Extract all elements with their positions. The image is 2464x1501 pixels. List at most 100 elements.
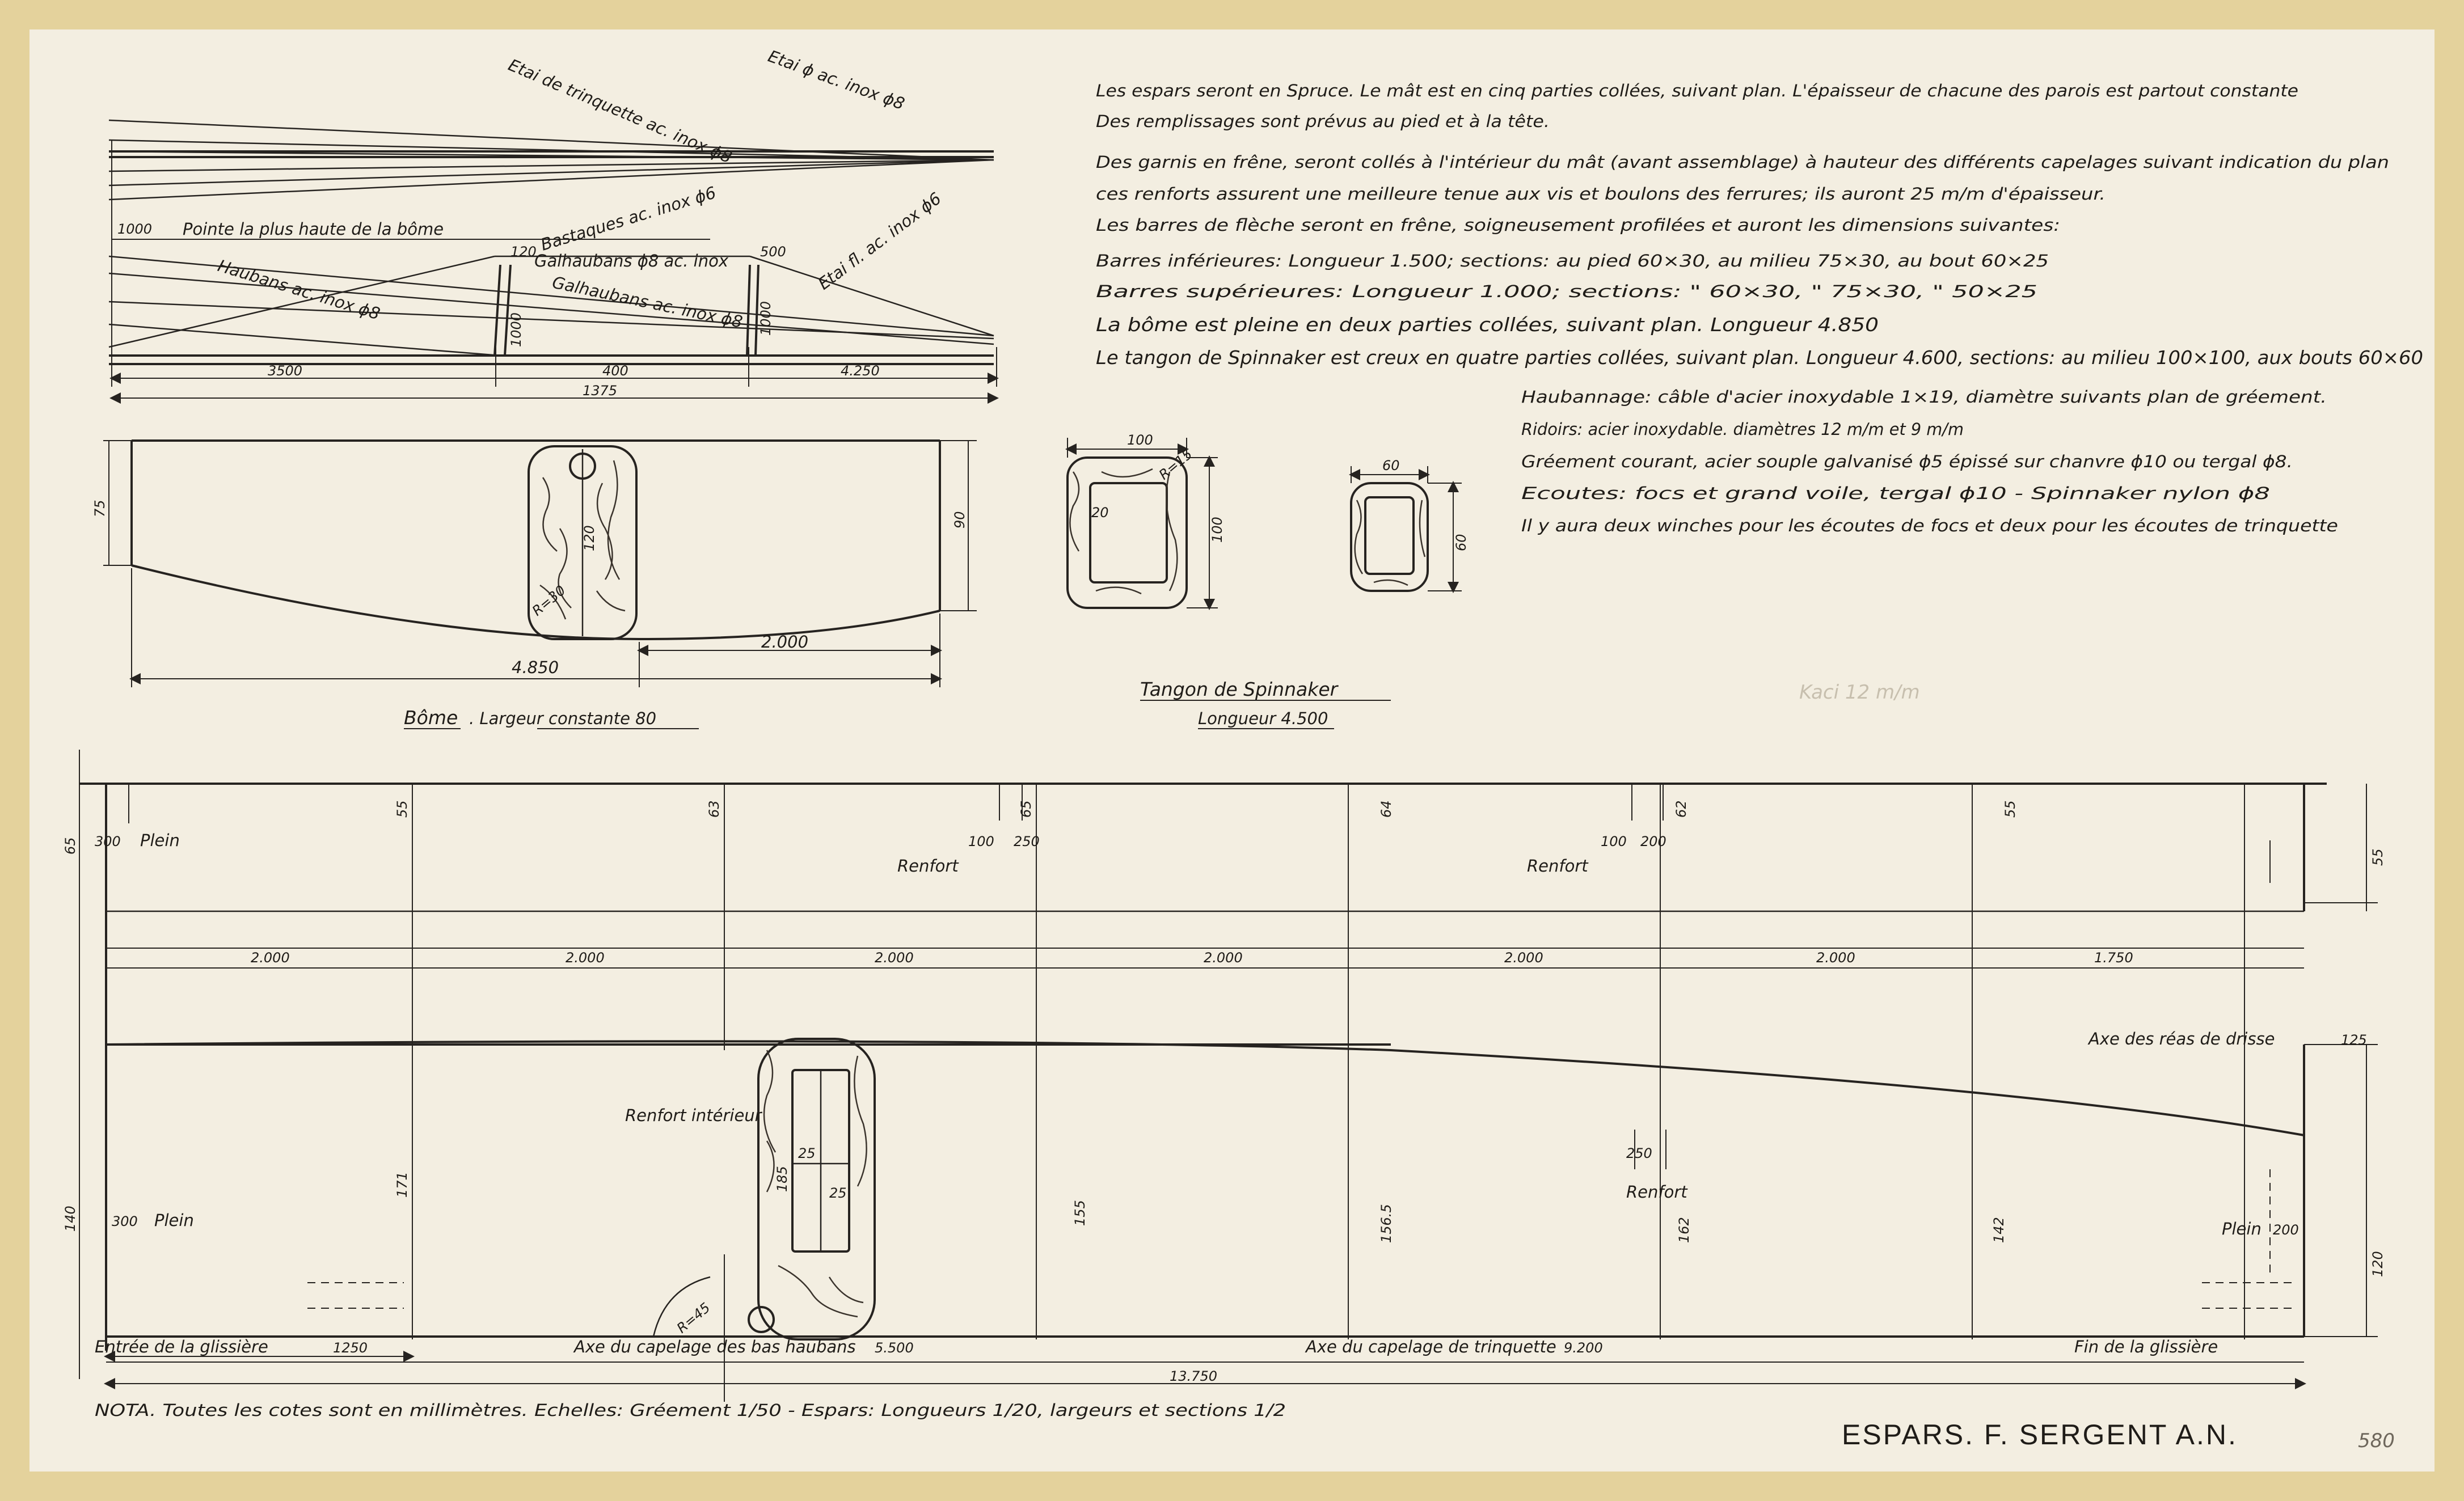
mast-axe-bas-haubans: Axe du capelage des bas haubans [573,1337,856,1356]
mast-height-1: 171 [394,1172,410,1198]
mast-right-bot-dim: 120 [2370,1251,2386,1277]
mast-left-bot-dim: 140 [62,1206,78,1232]
mast-renfort-2-b: 200 [1640,834,1666,849]
note-line-14: Il y aura deux winches pour les écoutes … [1521,516,2338,535]
note-line-7: Barres supérieures: Longueur 1.000; sect… [1096,282,2037,301]
note-line-9: Le tangon de Spinnaker est creux en quat… [1096,346,2423,369]
label-galhaubans-1: Galhaubans ϕ8 ac. inox [534,251,729,270]
mast-renfort-1: Renfort [897,856,959,876]
technical-drawing: Etai de trinquette ac. inox ϕ8 Etai ϕ ac… [62,46,2423,1452]
mast-left-bot-label: 300 [112,1214,138,1229]
boom-length-total: 4.850 [512,658,559,677]
mast-right-mid-dim: 125 [2341,1032,2367,1048]
note-line-6: Barres inférieures: Longueur 1.500; sect… [1096,251,2049,270]
note-line-11: Ridoirs: acier inoxydable. diamètres 12 … [1521,420,1964,439]
faint-pencil-note: Kaci 12 m/m [1799,681,1920,704]
footer: NOTA. Toutes les cotes sont en millimètr… [95,1401,2395,1452]
label-pointe-dim: 1000 [117,221,152,237]
note-line-3: Des garnis en frêne, seront collés à l'i… [1096,153,2389,172]
label-etai: Etai ϕ ac. inox ϕ8 [766,46,908,114]
mast-top-width-2: 63 [706,800,722,818]
mast-segment-4: 2.000 [1204,950,1243,966]
mast-section-radius: R=45 [674,1300,714,1337]
mast-total-length: 13.750 [1170,1368,1217,1384]
note-line-13: Ecoutes: focs et grand voile, tergal ϕ10… [1521,484,2270,503]
label-spreader-h1: 1000 [508,312,524,347]
note-line-10: Haubannage: câble d'acier inoxydable 1×1… [1521,387,2327,407]
rig-dim-1: 3500 [268,363,302,379]
mast-axe-bas-dim: 5.500 [875,1340,914,1356]
mast-renfort-2-a: 100 [1601,834,1627,849]
mast-section-height: 185 [774,1166,790,1192]
boom-section-height: 120 [581,525,597,551]
label-spreader-bot: 500 [760,244,786,260]
boom-dim-left: 75 [92,500,108,517]
mast-height-2: 155 [1072,1200,1088,1226]
mast-segment-2: 2.000 [566,950,605,966]
label-haubans: Haubans ac. inox ϕ8 [216,256,382,323]
mast-drawing: 65 300 Plein 140 300 Plein Plein 200 55 … [62,750,2386,1402]
spin-sec2-width: 60 [1382,458,1400,473]
note-line-12: Gréement courant, acier souple galvanisé… [1521,452,2293,471]
mast-top-width-4: 64 [1378,800,1394,818]
mast-renfort-2: Renfort [1527,856,1589,876]
boom-caption-rest: . Largeur constante 80 [469,709,656,728]
boom-dim-right: 90 [952,511,968,528]
mast-segment-1: 2.000 [251,950,290,966]
mast-renfort-3-a: 250 [1626,1145,1652,1161]
mast-section-t2: 25 [829,1185,847,1201]
mast-entree-dim: 1250 [333,1340,368,1356]
label-spreader-top: 120 [510,244,537,260]
note-line-2: Des remplissages sont prévus au pied et … [1096,112,1550,131]
spin-thickness: 20 [1091,505,1109,521]
mast-left-top-label: 300 [95,834,121,849]
note-line-5: Les barres de flèche seront en frêne, so… [1096,215,2060,235]
mast-axe-trinquette-dim: 9.200 [1564,1340,1603,1356]
drawing-sheet: Etai de trinquette ac. inox ϕ8 Etai ϕ ac… [29,29,2435,1472]
mast-axe-reas: Axe des réas de drisse [2087,1029,2275,1048]
mast-entree-glissiere: Entrée de la glissière [95,1337,268,1356]
mast-section-t1: 25 [798,1145,816,1161]
mast-renfort-1-b: 250 [1014,834,1040,849]
mast-top-width-6: 55 [2002,800,2018,818]
boom-caption-title: Bôme [404,707,458,729]
mast-plein-1: Plein [140,831,180,850]
spin-caption-length: Longueur 4.500 [1198,709,1328,728]
mast-height-5: 142 [1991,1217,2007,1243]
label-spreader-h2: 1000 [758,301,774,336]
spin-sec1-radius: R=15 [1156,446,1196,483]
label-bastaques: Bastaques ac. inox ϕ6 [538,183,718,254]
mast-renfort-1-a: 100 [968,834,994,849]
mast-segment-7: 1.750 [2094,950,2133,966]
spin-sec2-height: 60 [1453,534,1469,551]
spin-sec1-width: 100 [1127,432,1153,448]
label-etai-fl: Etai fl. ac. inox ϕ6 [815,189,945,294]
spin-caption-title: Tangon de Spinnaker [1140,678,1339,700]
footer-nota: NOTA. Toutes les cotes sont en millimètr… [95,1401,1286,1420]
note-line-1: Les espars seront en Spruce. Le mât est … [1096,81,2298,100]
mast-left-top-dim: 65 [62,837,78,855]
rig-dim-3: 4.250 [841,363,880,379]
mast-segment-5: 2.000 [1504,950,1543,966]
mast-renfort-interieur: Renfort intérieur [625,1106,763,1125]
rigging-plan: Etai de trinquette ac. inox ϕ8 Etai ϕ ac… [108,46,999,404]
mast-segment-6: 2.000 [1816,950,1855,966]
note-line-8: La bôme est pleine en deux parties collé… [1096,314,1879,336]
mast-right-top-dim: 55 [2370,848,2386,866]
mast-segment-3: 2.000 [875,950,914,966]
mast-height-4: 162 [1676,1217,1692,1243]
rig-dim-total: 1375 [583,383,617,399]
mast-top-width-1: 55 [394,800,410,818]
spin-sec1-height: 100 [1209,517,1225,543]
mast-renfort-3: Renfort [1626,1182,1688,1202]
mast-plein-right: Plein [2222,1219,2262,1238]
spinnaker-sections: 20 100 100 R=15 60 60 Tangon de Spinnake… [1065,432,1469,729]
mast-plein-2: Plein [154,1211,194,1230]
label-pointe: Pointe la plus haute de la bôme [183,219,444,239]
label-galhaubans-2: Galhaubans ac. inox ϕ8 [551,273,745,332]
mast-top-width-5: 62 [1673,800,1689,818]
drawing-title: ESPARS. F. SERGENT A.N. [1842,1419,2238,1451]
boom-drawing: 75 90 120 R=30 4.850 2.000 Bôme . Largeu… [92,439,977,729]
note-line-4: ces renforts assurent une meilleure tenu… [1096,184,2106,204]
page-number: 580 [2358,1430,2395,1452]
